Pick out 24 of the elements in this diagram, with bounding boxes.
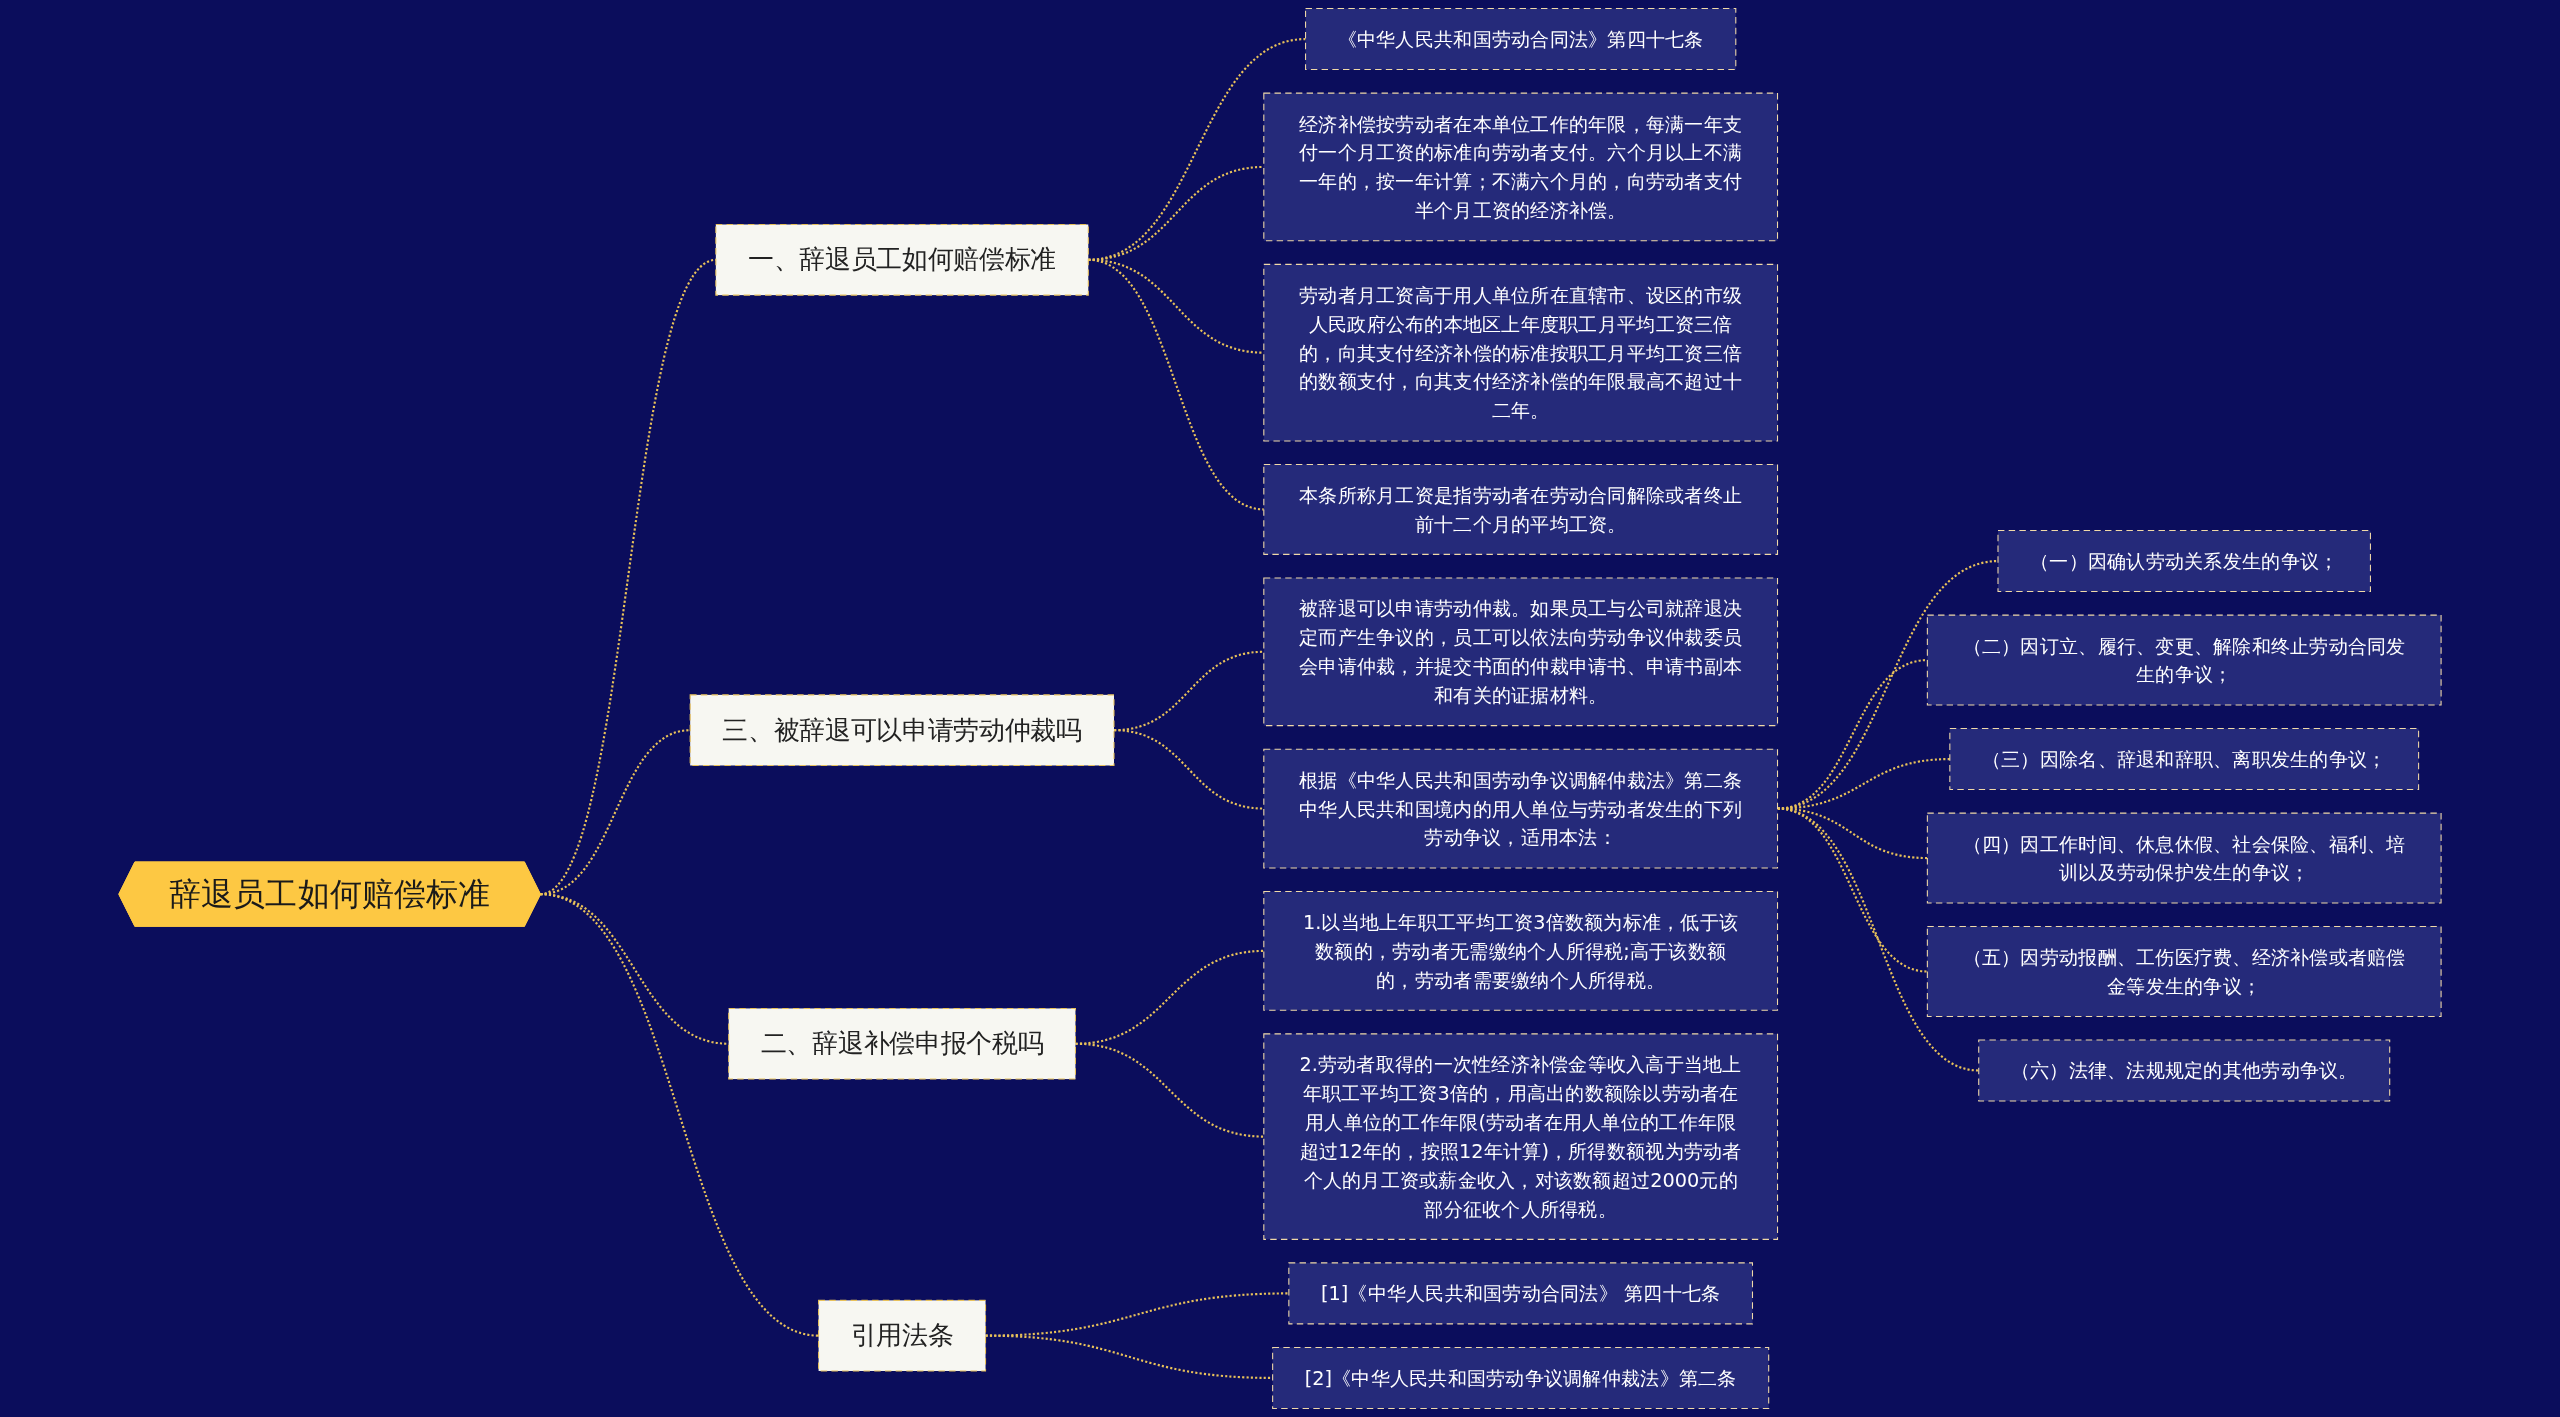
note-box: 被辞退可以申请劳动仲裁。如果员工与公司就辞退决定而产生争议的，员工可以依法向劳动争议仲裁委员会申请仲裁，并提交书面的仲裁申请书、申请书副本和有关的证据材料。	[1263, 577, 1779, 727]
connector-line	[540, 893, 819, 1337]
central-topic-hexagon: 辞退员工如何赔偿标准	[118, 861, 541, 927]
note-box: 本条所称月工资是指劳动者在劳动合同解除或者终止前十二个月的平均工资。	[1263, 463, 1779, 555]
note-box: 《中华人民共和国劳动合同法》第四十七条	[1305, 8, 1737, 71]
note-box: [1]《中华人民共和国劳动合同法》 第四十七条	[1288, 1262, 1754, 1325]
note-box: 根据《中华人民共和国劳动争议调解仲裁法》第二条中华人民共和国境内的用人单位与劳动者发生的下列劳动争议，适用本法：	[1263, 748, 1779, 869]
topic-box: 二、辞退补偿申报个税吗	[728, 1007, 1076, 1080]
note-box: （二）因订立、履行、变更、解除和终止劳动合同发生的争议；	[1926, 614, 2442, 706]
note-box: （六）法律、法规规定的其他劳动争议。	[1978, 1039, 2391, 1102]
topic-box: 引用法条	[818, 1299, 987, 1372]
note-box: （四）因工作时间、休息休假、社会保险、福利、培训以及劳动保护发生的争议；	[1926, 812, 2442, 904]
connector-line	[540, 729, 691, 896]
note-box: 2.劳动者取得的一次性经济补偿金等收入高于当地上年职工平均工资3倍的，用高出的数额除以劳动者在用人单位的工作年限(劳动者在用人单位的工作年限超过12年的，按照12年计算)，所得数额视为劳动者个人的月工资或薪金收入，对该数额超过2000元的部分征收个人所得税。	[1263, 1033, 1779, 1240]
note-box: 经济补偿按劳动者在本单位工作的年限，每满一年支付一个月工资的标准向劳动者支付。六个月以上不满一年的，按一年计算；不满六个月的，向劳动者支付半个月工资的经济补偿。	[1263, 92, 1779, 242]
note-box: （五）因劳动报酬、工伤医疗费、经济补偿或者赔偿金等发生的争议；	[1926, 926, 2442, 1017]
topic-box: 一、辞退员工如何赔偿标准	[715, 223, 1089, 296]
note-box: 劳动者月工资高于用人单位所在直辖市、设区的市级人民政府公布的本地区上年度职工月平均工资三倍的，向其支付经济补偿的标准按职工月平均工资三倍的数额支付，向其支付经济补偿的年限最高不超过十二年。	[1263, 263, 1779, 442]
note-box: （三）因除名、辞退和辞职、离职发生的争议；	[1949, 728, 2420, 791]
note-box: （一）因确认劳动关系发生的争议；	[1997, 530, 2371, 593]
note-box: [2]《中华人民共和国劳动争议调解仲裁法》第二条	[1272, 1346, 1770, 1409]
topic-box: 三、被辞退可以申请劳动仲裁吗	[689, 694, 1115, 767]
connector-line	[1113, 729, 1264, 810]
note-box: 1.以当地上年职工平均工资3倍数额为标准，低于该数额的，劳动者无需缴纳个人所得税;高于该数额的，劳动者需要缴纳个人所得税。	[1263, 890, 1779, 1011]
